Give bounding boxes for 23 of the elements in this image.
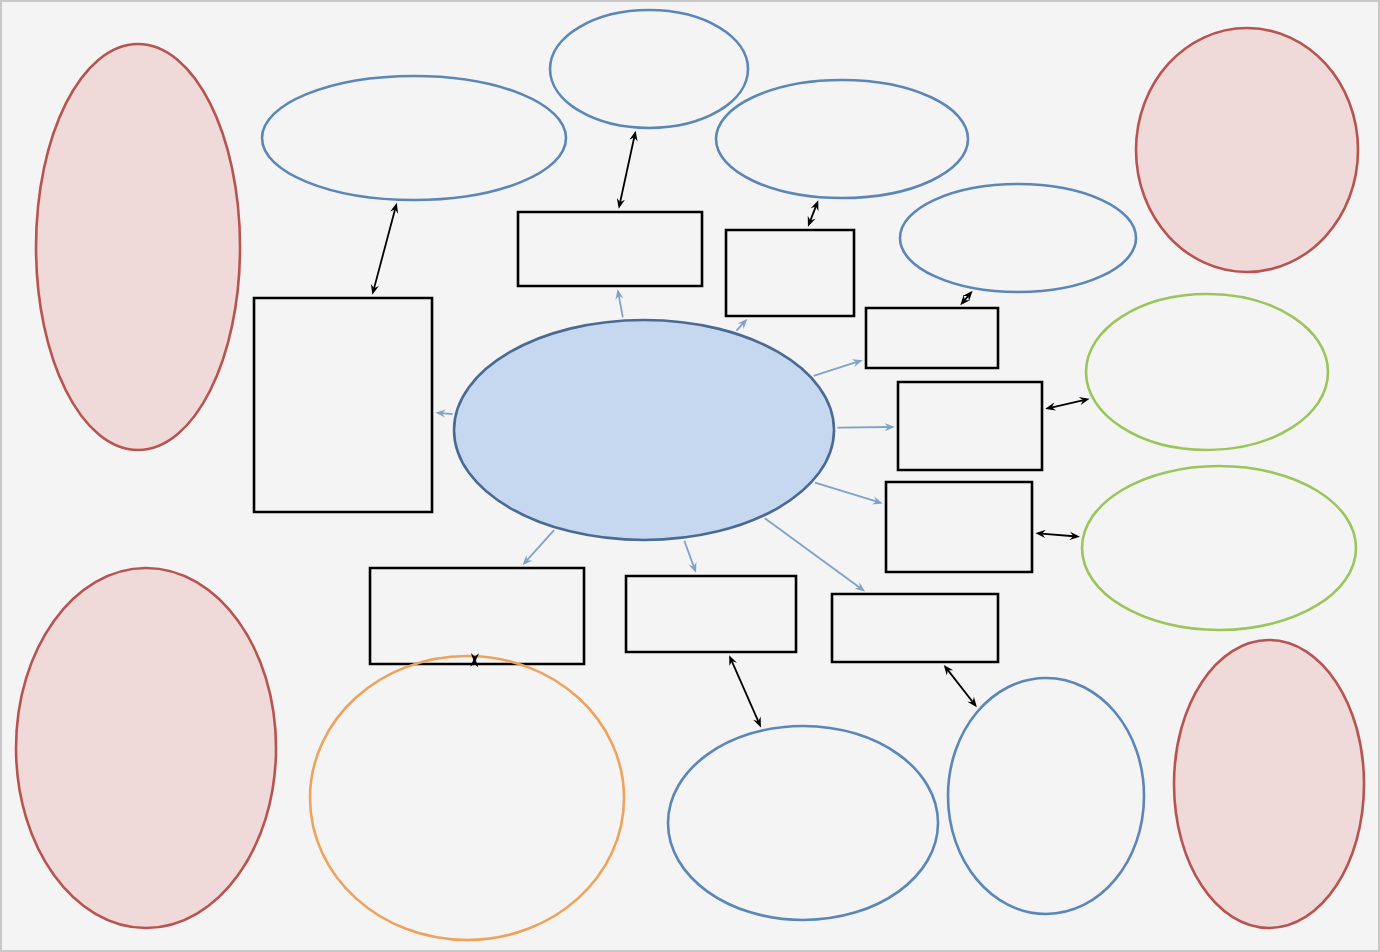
box xyxy=(368,566,586,666)
ellipse-shape xyxy=(260,74,568,202)
ellipse-shape xyxy=(1080,464,1358,632)
ellipse-shape xyxy=(14,566,278,930)
box xyxy=(516,210,704,288)
ellipse-shape xyxy=(34,42,242,452)
ellipse-shape xyxy=(1084,292,1330,452)
box xyxy=(624,574,798,654)
ellipse-shape xyxy=(898,182,1138,294)
ellipse-shape xyxy=(548,8,750,130)
ellipse-shape xyxy=(1172,638,1366,930)
ellipse-shape xyxy=(666,724,940,922)
ellipse-shape xyxy=(714,78,970,200)
ellipse-shape xyxy=(946,676,1146,916)
box xyxy=(864,306,1000,370)
box xyxy=(830,592,1000,664)
ellipse-shape xyxy=(1134,26,1360,274)
ellipse-shape xyxy=(452,318,836,542)
ellipse-shape xyxy=(308,654,626,942)
box xyxy=(724,228,856,318)
box xyxy=(252,296,434,514)
box xyxy=(896,380,1044,472)
box xyxy=(884,480,1034,574)
